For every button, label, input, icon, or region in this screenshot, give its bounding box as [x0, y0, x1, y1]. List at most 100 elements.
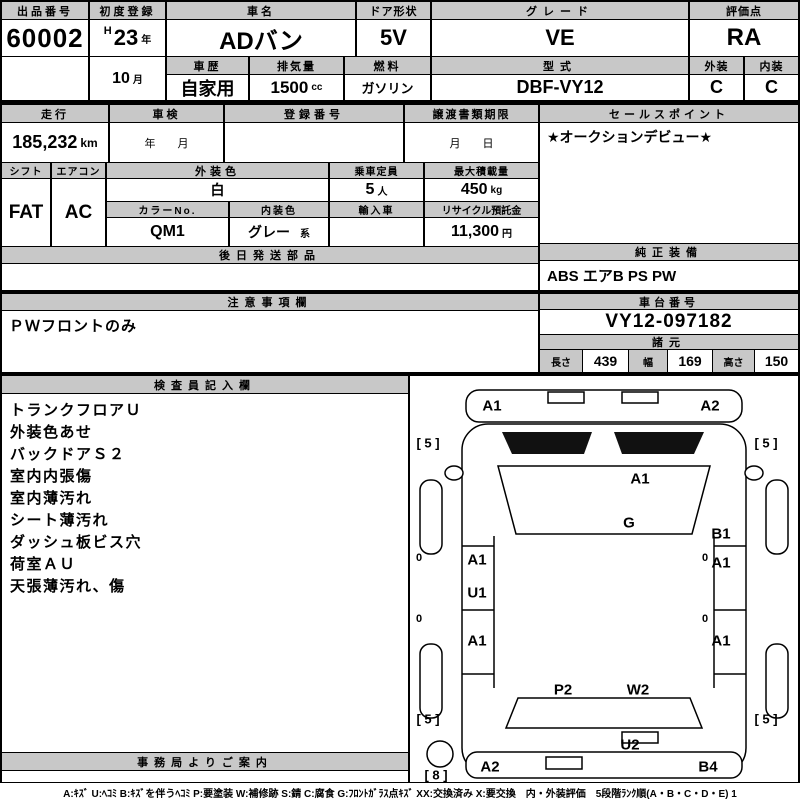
model-code-label: 型式: [432, 57, 688, 74]
license-plate: [621, 731, 659, 744]
damage-marker: A1: [630, 470, 650, 488]
damage-marker: 0: [701, 552, 709, 564]
first-reg-year: 23: [113, 25, 139, 50]
chassis-no-value: VY12-097182: [540, 310, 798, 334]
history-value: 自家用: [167, 75, 248, 100]
recycle-label: リサイクル預託金: [425, 202, 538, 217]
rear-bumper: [465, 751, 743, 779]
damage-marker: A1: [467, 632, 487, 650]
cowl-left: [502, 432, 592, 454]
damage-marker: [ 8 ]: [424, 767, 448, 783]
width-value: 169: [668, 350, 712, 372]
damage-marker: U2: [620, 736, 640, 754]
damage-marker: A1: [711, 554, 731, 572]
inspector-note: 荷室ＡＵ: [10, 556, 77, 573]
later-parts-label: 後日発送部品: [2, 247, 538, 263]
damage-marker: 0: [415, 552, 423, 564]
grade-value: VE: [432, 20, 688, 56]
year-unit: 年: [141, 34, 152, 46]
inspector-note: 室内内張傷: [10, 468, 93, 485]
inspector-note: シート薄汚れ: [10, 512, 110, 529]
color-no-label: カラーNo.: [107, 202, 228, 217]
shift-value: FAT: [2, 179, 50, 246]
capacity-label: 乗車定員: [330, 163, 423, 178]
inspection-label: 車検: [110, 105, 223, 122]
wheel-rear-left: [419, 643, 443, 719]
office-label: 事務局よりご案内: [2, 753, 408, 770]
score-value: RA: [690, 20, 798, 56]
windshield: [497, 465, 711, 535]
height-label: 高さ: [713, 350, 754, 372]
inspector-note: バックドアＳ２: [10, 446, 126, 463]
ext-color-label: 外装色: [107, 163, 328, 178]
exterior-label: 外装: [690, 57, 743, 74]
damage-marker: A1: [467, 551, 487, 569]
exterior-score: C: [690, 75, 743, 100]
length-value: 439: [583, 350, 628, 372]
history-label: 車歴: [167, 57, 248, 74]
spare-tire-icon: [426, 740, 454, 768]
width-label: 幅: [629, 350, 667, 372]
first-reg-month: 10: [112, 69, 130, 87]
max-load-label: 最大積載量: [425, 163, 538, 178]
inspector-note: 天張薄汚れ、傷: [10, 578, 126, 595]
damage-marker: [ 5 ]: [416, 435, 440, 451]
transfer-deadline-value: 月 日: [405, 123, 538, 162]
wheel-front-right: [765, 479, 789, 555]
damage-marker: [ 5 ]: [754, 435, 778, 451]
recycle-unit: 円: [502, 228, 513, 240]
damage-marker: 0: [415, 613, 423, 625]
inspector-label: 検査員記入欄: [2, 376, 408, 393]
sales-point-label: セールスポイント: [540, 105, 798, 122]
inspector-note: トランクフロアＵ: [10, 402, 143, 419]
aircon-label: エアコン: [52, 163, 105, 178]
exhibit-no-label: 出品番号: [2, 2, 88, 19]
import-car-label: 輸入車: [330, 202, 423, 217]
damage-marker: U1: [467, 584, 487, 602]
model-code-value: DBF-VY12: [432, 75, 688, 100]
car-outline-svg: [419, 389, 789, 779]
fuel-label: 燃料: [345, 57, 430, 74]
wheel-rear-right: [765, 643, 789, 719]
int-color-suffix: 系: [300, 228, 310, 240]
equipment-label: 純正装備: [540, 244, 798, 260]
displacement-label: 排気量: [250, 57, 343, 74]
mileage-number: 185,232: [12, 132, 78, 152]
damage-marker: A1: [711, 632, 731, 650]
diagram-markers: A1 A2 [ 5 ] [ 5 ] A1 G B1 0 A1 0 A1: [410, 376, 798, 783]
front-bumper: [465, 389, 743, 423]
int-color-label: 内装色: [230, 202, 328, 217]
inspector-notes: トランクフロアＵ 外装色あせ バックドアＳ２ 室内内張傷 室内薄汚れ シート薄汚…: [2, 394, 408, 752]
recycle-number: 11,300: [450, 223, 500, 240]
import-car-value: [330, 218, 423, 246]
cowl-right: [614, 432, 704, 454]
capacity-unit: 人: [377, 186, 388, 198]
month-unit: 月: [132, 75, 143, 86]
equipment-value: ABS エアB PS PW: [540, 261, 798, 290]
capacity-number: 5: [365, 181, 375, 198]
damage-marker: A2: [480, 758, 500, 776]
door-shape-label: ドア形状: [357, 2, 430, 19]
displacement-unit: cc: [311, 82, 323, 93]
front-garnish-right: [621, 391, 659, 404]
reg-no-value: [225, 123, 403, 162]
later-parts-value: [2, 264, 538, 290]
rear-window: [504, 697, 704, 729]
mileage-unit: km: [80, 135, 98, 150]
grade-label: グレード: [432, 2, 688, 19]
reg-no-label: 登録番号: [225, 105, 403, 122]
caution-label: 注意事項欄: [2, 294, 538, 310]
inspector-note: 室内薄汚れ: [10, 490, 93, 507]
color-no-value: QM1: [107, 218, 228, 246]
max-load-unit: kg: [490, 184, 503, 196]
int-color-name: グレー: [248, 224, 290, 240]
sales-point-value: ★オークションデビュー★: [540, 123, 798, 243]
